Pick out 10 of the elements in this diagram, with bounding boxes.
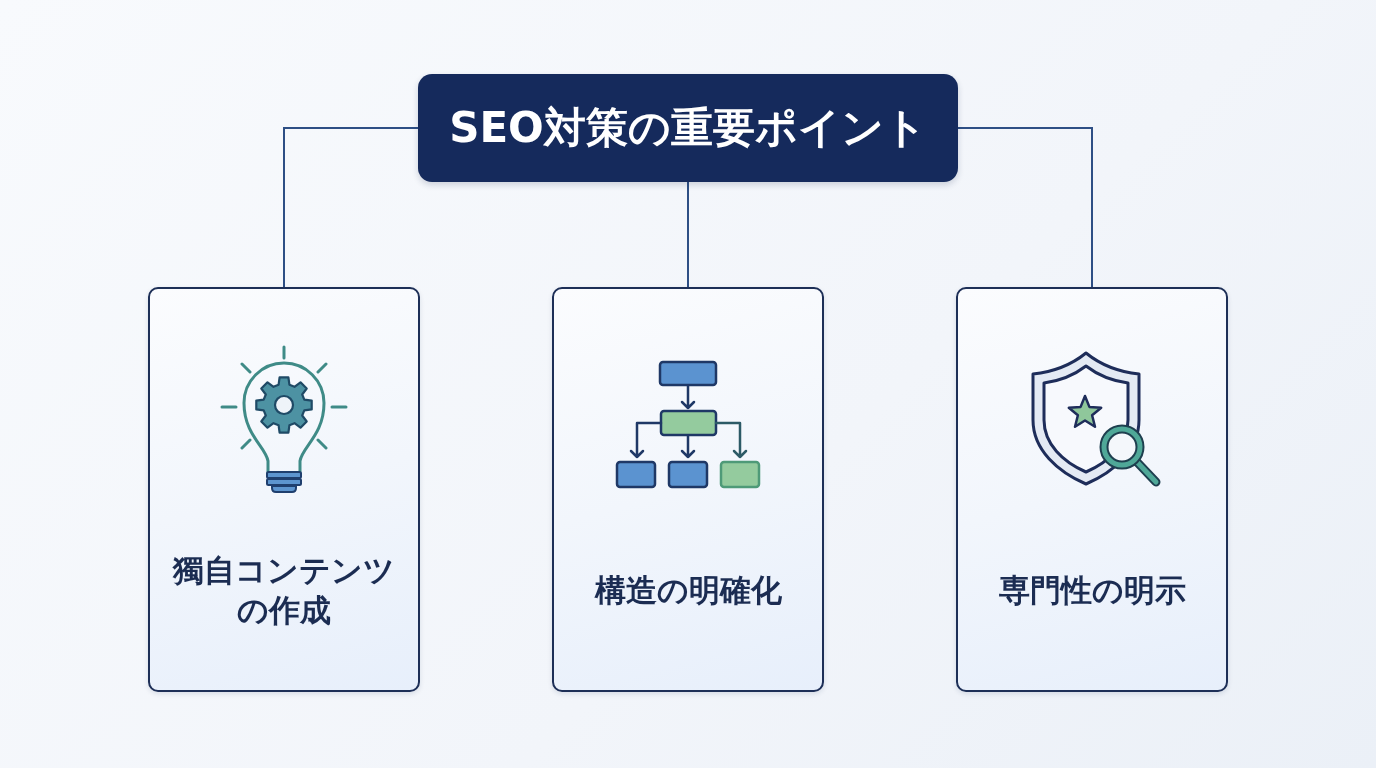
topic-card [148, 287, 420, 692]
topic-card [552, 287, 824, 692]
topic-label: 獨自コンテンツの作成 [171, 551, 396, 630]
topic-label: 構造の明確化 [594, 570, 782, 610]
connector-line [687, 181, 689, 288]
connector-line [957, 127, 1093, 288]
connector-line [283, 127, 419, 288]
topic-label: 専門性の明示 [998, 570, 1186, 610]
topic-card [956, 287, 1228, 692]
title-box: SEO対策の重要ポイント [418, 74, 958, 182]
